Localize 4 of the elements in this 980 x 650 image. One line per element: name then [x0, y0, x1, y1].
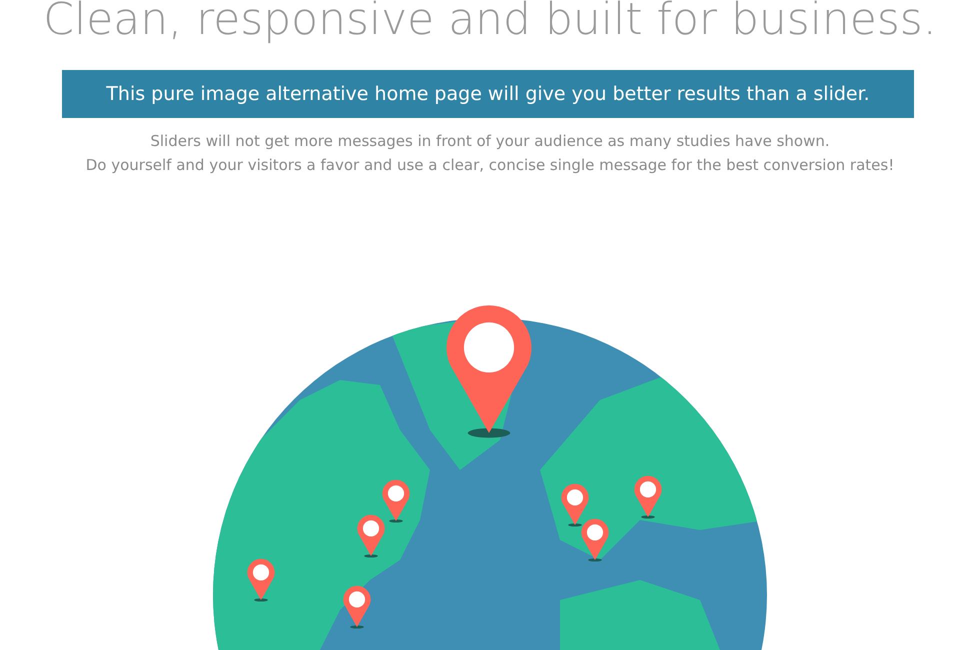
headline-banner: This pure image alternative home page will give you better results than a slider. — [62, 70, 914, 118]
intro-paragraph: Sliders will not get more messages in front of your audience as many studies have shown. — [149, 131, 831, 152]
intro-paragraph: Do yourself and your visitors a favor and use a clear, concise single message for the best conversion rates! — [84, 155, 896, 176]
page-heading: Clean, responsive and built for business. — [42, 0, 938, 45]
